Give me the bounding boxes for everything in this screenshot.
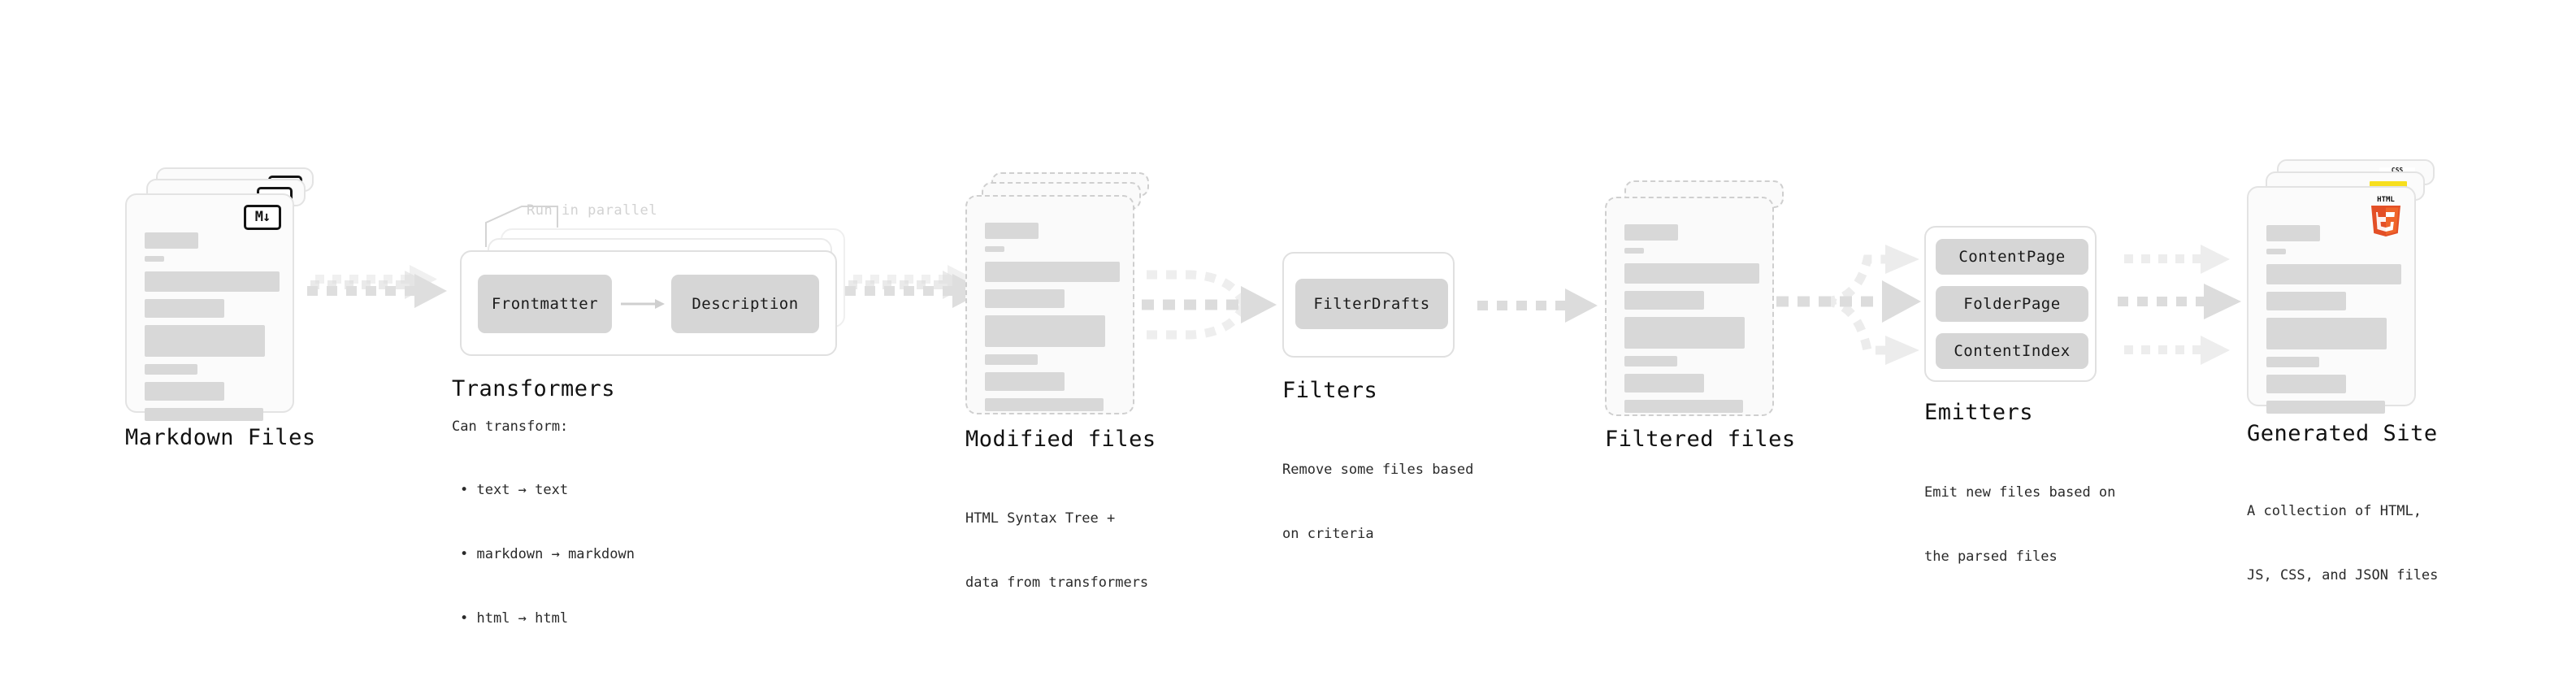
placeholder-bar	[985, 354, 1038, 365]
card-placeholder-bars	[1624, 224, 1759, 420]
stage-title-markdown-files: Markdown Files	[125, 425, 316, 450]
placeholder-bar	[145, 232, 198, 249]
markdown-badge: M↓	[244, 205, 281, 230]
placeholder-bar	[985, 372, 1065, 391]
transformers-bullet-item: markdown → markdown	[460, 544, 634, 565]
placeholder-bar	[2266, 318, 2387, 349]
transformers-bullet-item: text → text	[460, 479, 635, 501]
placeholder-bar	[145, 382, 224, 401]
run-in-parallel-label: Run in parallel	[527, 202, 658, 219]
placeholder-bar	[2266, 292, 2346, 310]
placeholder-bar	[985, 223, 1039, 239]
placeholder-bar	[2266, 401, 2385, 414]
card-placeholder-bars	[145, 232, 280, 428]
placeholder-bar	[1624, 248, 1644, 254]
transformers-bullet-list: text → text markdown → markdown html → h…	[460, 436, 635, 672]
subtitle-line: Emit new files based on	[1924, 484, 2116, 501]
connector-emitters-to-site	[2118, 245, 2241, 365]
emitter-chip-contentindex[interactable]: ContentIndex	[1936, 333, 2088, 369]
connector-modified-to-filters	[1142, 270, 1277, 340]
modified-file-card[interactable]	[965, 195, 1134, 414]
stage-subtitle-generated-site: A collection of HTML, JS, CSS, and JSON …	[2247, 458, 2438, 629]
placeholder-bar	[2266, 264, 2401, 284]
subtitle-line: Remove some files based	[1282, 461, 1474, 478]
placeholder-bar	[985, 262, 1120, 282]
placeholder-bar	[1624, 374, 1704, 393]
stage-subtitle-modified-files: HTML Syntax Tree + data from transformer…	[965, 465, 1148, 636]
placeholder-bar	[1624, 400, 1743, 413]
filters-box[interactable]: FilterDrafts	[1282, 252, 1455, 358]
placeholder-bar	[985, 289, 1065, 308]
placeholder-bar	[1624, 224, 1678, 241]
filtered-file-card[interactable]	[1605, 197, 1774, 416]
stage-title-modified-files: Modified files	[965, 427, 1156, 452]
emitter-chip-folderpage[interactable]: FolderPage	[1936, 286, 2088, 322]
transformer-box[interactable]: Frontmatter Description	[460, 250, 837, 356]
run-in-parallel-bracket	[485, 206, 558, 247]
stage-subtitle-filters: Remove some files based on criteria	[1282, 416, 1473, 588]
placeholder-bar	[145, 325, 265, 357]
subtitle-line: A collection of HTML,	[2247, 502, 2422, 519]
placeholder-bar	[2266, 225, 2320, 241]
svg-text:HTML: HTML	[2377, 196, 2395, 204]
subtitle-line: the parsed files	[1924, 548, 2058, 565]
subtitle-line: on criteria	[1282, 525, 1374, 542]
transformer-chip-description[interactable]: Description	[671, 275, 819, 333]
placeholder-bar	[1624, 291, 1704, 310]
filter-chip-filterdrafts[interactable]: FilterDrafts	[1295, 279, 1448, 329]
subtitle-line: data from transformers	[965, 574, 1149, 591]
placeholder-bar	[2266, 375, 2346, 393]
placeholder-bar	[985, 398, 1104, 411]
transformers-bullet-item: html → html	[460, 608, 635, 629]
emitters-box[interactable]: ContentPage FolderPage ContentIndex	[1924, 226, 2097, 382]
placeholder-bar	[145, 271, 280, 292]
subtitle-line: JS, CSS, and JSON files	[2247, 566, 2439, 583]
html5-icon: HTML	[2367, 194, 2405, 236]
transformers-subtitle-head: Can transform:	[452, 419, 569, 435]
placeholder-bar	[145, 364, 197, 375]
transformer-chip-frontmatter[interactable]: Frontmatter	[478, 275, 612, 333]
placeholder-bar	[1624, 356, 1677, 367]
placeholder-bar	[145, 256, 164, 262]
stage-title-filtered-files: Filtered files	[1605, 427, 1796, 452]
stage-title-generated-site: Generated Site	[2247, 421, 2438, 446]
stage-title-transformers: Transformers	[452, 376, 616, 401]
placeholder-bar	[2266, 249, 2286, 254]
placeholder-bar	[1624, 317, 1745, 349]
placeholder-bar	[2266, 357, 2319, 367]
placeholder-bar	[985, 246, 1004, 252]
connector-filters-to-filtered	[1477, 288, 1598, 323]
stage-title-filters: Filters	[1282, 378, 1378, 403]
subtitle-line: HTML Syntax Tree +	[965, 510, 1116, 527]
placeholder-bar	[145, 299, 224, 318]
placeholder-bar	[985, 315, 1105, 347]
stage-subtitle-emitters: Emit new files based on the parsed files	[1924, 439, 2115, 610]
connector-filtered-to-emitters	[1776, 245, 1921, 365]
placeholder-bar	[145, 408, 263, 421]
emitter-chip-contentpage[interactable]: ContentPage	[1936, 239, 2088, 275]
placeholder-bar	[1624, 263, 1759, 284]
connector-md-to-transformers	[307, 265, 447, 308]
generated-file-card[interactable]: HTML	[2247, 186, 2416, 414]
card-placeholder-bars	[985, 223, 1120, 419]
stage-title-emitters: Emitters	[1924, 400, 2034, 425]
transformer-inner-arrow	[621, 299, 665, 309]
markdown-file-card[interactable]: M↓	[125, 193, 294, 421]
card-placeholder-bars	[2266, 225, 2401, 421]
